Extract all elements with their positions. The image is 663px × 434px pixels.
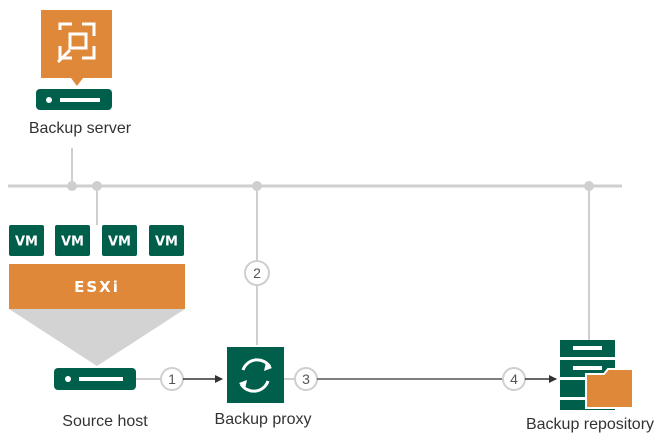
esxi-bar	[9, 264, 185, 309]
source-host-label: Source host	[62, 413, 148, 430]
vm-box	[102, 225, 137, 256]
vm-box	[9, 225, 44, 256]
host-projection-cone	[9, 309, 185, 366]
vm-label: VM	[108, 235, 131, 250]
step-2-badge	[244, 260, 270, 286]
step-4-number: 4	[510, 371, 518, 387]
bus-node-repository	[584, 181, 594, 191]
vm-label: VM	[61, 235, 84, 250]
bus-node-esxi	[92, 181, 102, 191]
backup-proxy-icon	[227, 347, 284, 403]
backup-server-icon	[36, 10, 112, 110]
vm-row: VM VM VM VM	[9, 225, 184, 256]
vm-label: VM	[155, 235, 178, 250]
bus-node-proxy	[252, 181, 262, 191]
step-1-number: 1	[168, 371, 176, 387]
backup-proxy-label: Backup proxy	[215, 411, 312, 428]
step-2-number: 2	[253, 265, 261, 281]
backup-repository-label: Backup repository	[526, 416, 654, 433]
bus-node-backup-server	[67, 181, 77, 191]
step-3-number: 3	[302, 371, 310, 387]
vm-label: VM	[15, 235, 38, 250]
vm-box	[55, 225, 90, 256]
esxi-label: ESXi	[74, 278, 120, 296]
vm-box	[149, 225, 184, 256]
backup-server-label: Backup server	[29, 120, 132, 137]
source-host-icon	[54, 368, 136, 390]
backup-repository-icon	[560, 340, 634, 410]
